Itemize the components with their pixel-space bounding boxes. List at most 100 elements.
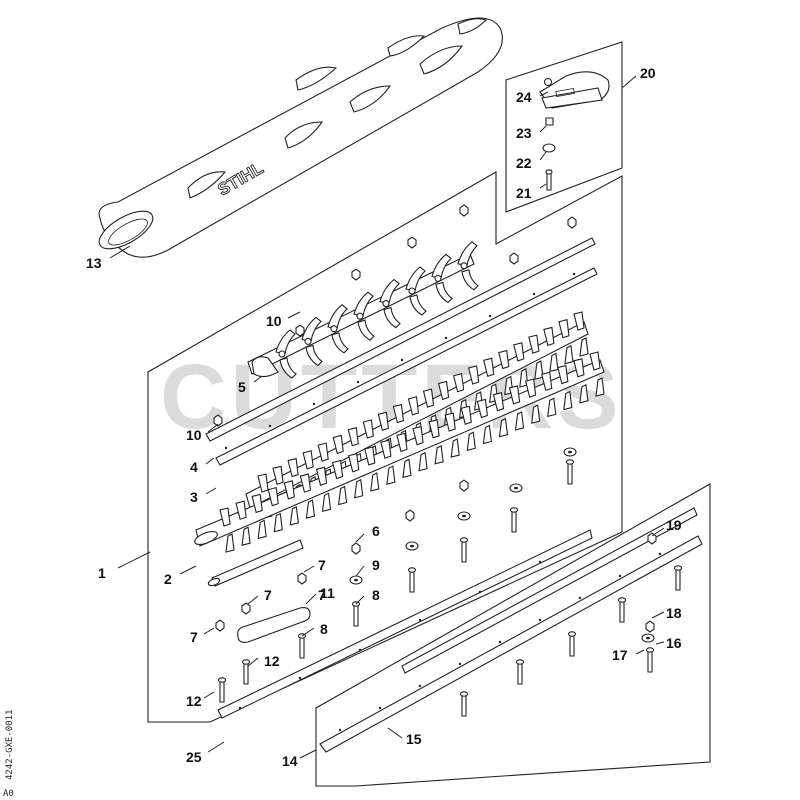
rivet-hole: [498, 640, 502, 644]
hex-nut: [405, 509, 415, 522]
rivet-hole: [224, 446, 228, 450]
screw-shank: [647, 649, 653, 673]
callout-8a: 8: [372, 587, 380, 603]
blade-lower-tooth: [444, 412, 456, 432]
callout-11: 11: [320, 585, 335, 601]
callout-18: 18: [666, 605, 682, 621]
screw-shank: [299, 635, 305, 659]
hex-nut: [459, 204, 469, 217]
rivet-hole: [338, 728, 342, 732]
callout-16: 16: [666, 635, 682, 651]
lever-rivet: [460, 262, 468, 270]
callout-13: 13: [86, 255, 102, 271]
guide-rail: [319, 507, 703, 753]
washer-hole: [646, 636, 650, 640]
callout-21: 21: [516, 185, 532, 201]
lever-rivet: [356, 312, 364, 320]
guide-strip-25: [217, 529, 593, 719]
blade-lower-tooth: [547, 397, 557, 418]
blade-lower-tooth: [396, 432, 408, 453]
hex-nut: [295, 324, 305, 337]
callout-10a: 10: [266, 313, 282, 329]
screw-head: [565, 459, 575, 465]
screw-head: [241, 659, 251, 665]
callout-7d: 7: [190, 629, 198, 645]
callout-23: 23: [516, 125, 532, 141]
hex-nut: [297, 572, 307, 585]
screw-head: [617, 597, 627, 603]
callout-labels: 1 2 3 4 5 6 7 7 7 7 8 8 9 10 10 11 12 12…: [86, 65, 682, 769]
lever-finger: [431, 253, 452, 280]
hex-nut: [567, 216, 577, 229]
rivet-hole: [488, 314, 492, 318]
blade-lower-tooth: [514, 411, 525, 431]
lever-finger: [405, 266, 426, 292]
blade-lower-tooth: [289, 506, 299, 526]
blade-lower-tooth: [428, 419, 440, 439]
blade-lower-tooth: [412, 425, 424, 446]
callout-8b: 8: [320, 621, 328, 637]
blade-lower-tooth: [235, 500, 247, 520]
lever-finger: [461, 269, 479, 291]
rivet-hole: [312, 402, 316, 406]
lever-finger: [301, 316, 322, 343]
callout-7b: 7: [318, 587, 326, 603]
lever-finger: [331, 332, 349, 354]
screw-shank: [619, 599, 625, 623]
lever-rivet: [382, 300, 390, 308]
rivet-hole: [618, 574, 622, 578]
blade-upper-tooth: [332, 434, 344, 455]
rivet-hole: [358, 648, 362, 652]
blade-lower-tooth: [563, 390, 573, 411]
blade-upper-tooth: [528, 334, 540, 354]
blade-lower-tooth: [225, 533, 235, 553]
screw-shank: [511, 509, 517, 533]
blade-lower-tooth: [315, 466, 328, 487]
rivet-hole: [478, 590, 482, 594]
screw-head: [459, 691, 469, 697]
blade-lower-tooth: [450, 438, 460, 458]
lever-finger: [379, 278, 400, 305]
blade-lower-tooth: [476, 398, 488, 419]
screw-head: [217, 677, 227, 683]
callout-25: 25: [186, 749, 202, 765]
rivet-hole: [538, 560, 542, 564]
lever-finger: [327, 304, 348, 330]
callout-15: 15: [406, 731, 422, 747]
hex-nut: [351, 268, 361, 281]
blade-lower-tooth: [541, 371, 553, 392]
screw-shank: [567, 461, 573, 485]
blade-lower-tooth: [321, 492, 332, 513]
lever-finger: [409, 294, 427, 316]
blade-upper-tooth: [257, 473, 269, 493]
washer-hole: [410, 544, 414, 548]
blade-upper-tooth: [317, 442, 329, 462]
callout-7a: 7: [318, 557, 326, 573]
callout-3: 3: [190, 489, 198, 505]
blade-upper-tooth: [362, 419, 374, 439]
blade-lower-tooth: [241, 526, 251, 546]
guide-bar-upper: [205, 237, 598, 466]
blade-lower-tooth: [305, 499, 316, 519]
blade-upper-tooth: [498, 349, 510, 370]
rivet-hole: [400, 358, 404, 362]
blade-upper-tooth: [377, 411, 389, 431]
drawing-tag: A0: [3, 789, 14, 799]
blade-upper-tooth: [437, 380, 450, 401]
blade-upper-tooth: [422, 388, 435, 408]
blade-lower-tooth: [337, 485, 348, 506]
blade-lower-tooth: [380, 439, 392, 459]
blade-lower-tooth: [273, 512, 283, 533]
blade-lower-tooth: [498, 417, 509, 438]
blade-lower-tooth: [418, 451, 428, 472]
blade-lower-tooth: [595, 377, 605, 397]
rivet-hole: [268, 424, 272, 428]
connecting-lever-assembly: [247, 241, 479, 379]
blade-lower-tooth: [492, 392, 505, 412]
washer-hole: [514, 486, 518, 490]
blade-upper-tooth: [564, 344, 574, 365]
leader-lines: [109, 75, 665, 759]
lever-rivet: [330, 325, 338, 333]
blade-lower-tooth: [508, 385, 521, 405]
rivet-hole: [298, 676, 302, 680]
